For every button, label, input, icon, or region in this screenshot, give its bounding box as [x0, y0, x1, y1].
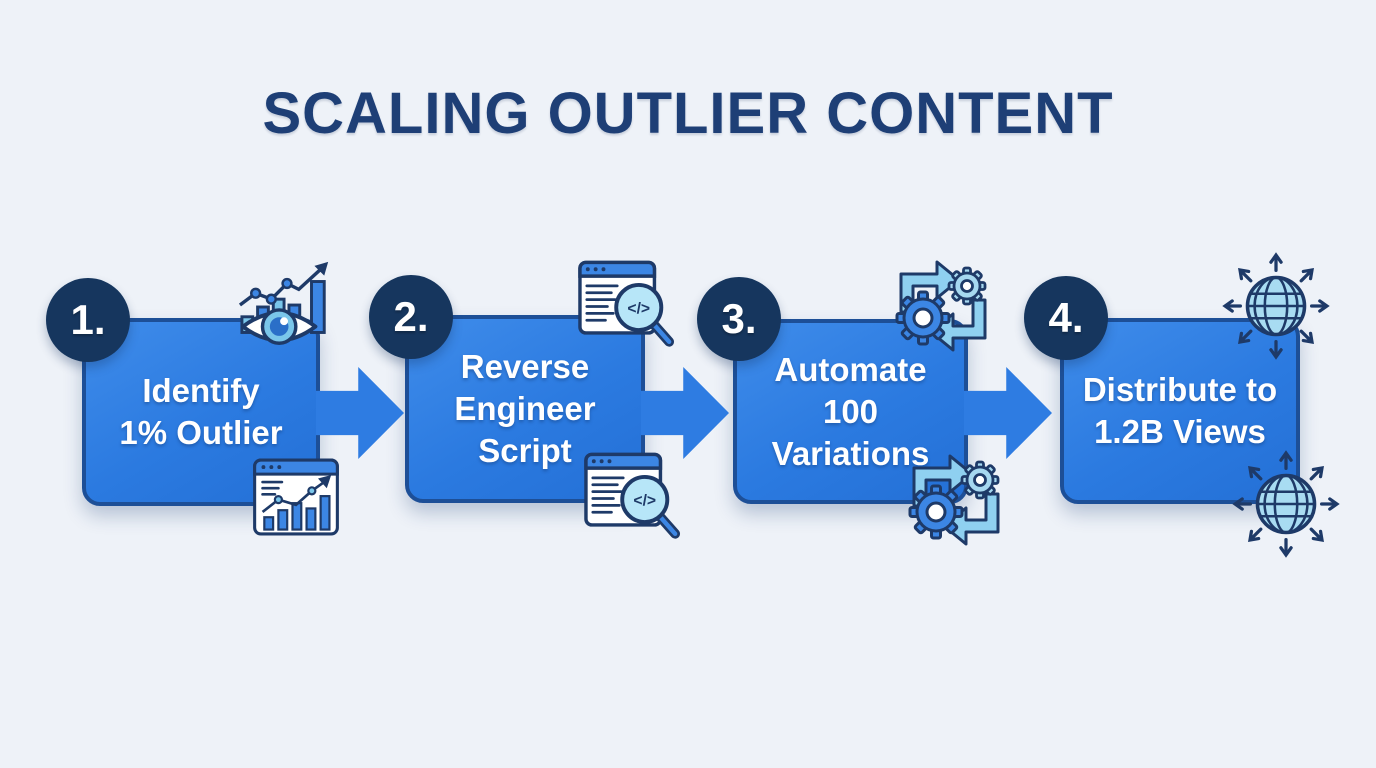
code-search-window-icon — [584, 452, 682, 546]
step-number: 2. — [393, 293, 429, 340]
step-number-badge-2: 2. — [369, 275, 453, 359]
step-label-line: Engineer — [454, 390, 596, 427]
step-label-line: Distribute to — [1082, 371, 1278, 408]
step-label-line: Identify — [142, 372, 260, 409]
analytics-window-icon — [252, 456, 340, 538]
step-number-badge-3: 3. — [697, 277, 781, 361]
globe-distribution-icon — [1230, 448, 1342, 560]
step-number: 1. — [70, 296, 106, 343]
step-box-distribute-views: Distribute to 1.2B Views — [1060, 318, 1300, 504]
step-label-line: Script — [478, 432, 572, 469]
step-number: 4. — [1048, 294, 1084, 341]
gears-automation-icon — [906, 452, 1006, 552]
step-number: 3. — [721, 295, 757, 342]
step-label-line: 100 — [822, 392, 879, 430]
flow-arrow-3 — [964, 367, 1052, 459]
step-label-line: Variations — [771, 434, 930, 472]
code-search-window-icon — [578, 260, 676, 354]
step-box-identify-outlier: Identify 1% Outlier — [82, 318, 320, 506]
step-label-line: Reverse — [460, 348, 590, 385]
flow-arrow-2 — [641, 367, 729, 459]
step-label-line: 1.2B Views — [1094, 413, 1266, 450]
step-number-badge-1: 1. — [46, 278, 130, 362]
gears-automation-icon — [893, 258, 993, 358]
globe-distribution-icon — [1220, 250, 1332, 362]
page-title: SCALING OUTLIER CONTENT — [262, 81, 1114, 146]
eye-analytics-icon — [238, 258, 336, 356]
step-number-badge-4: 4. — [1024, 276, 1108, 360]
flow-arrow-1 — [316, 367, 404, 459]
step-label-line: Automate — [774, 350, 927, 388]
step-label-line: 1% Outlier — [119, 414, 283, 451]
